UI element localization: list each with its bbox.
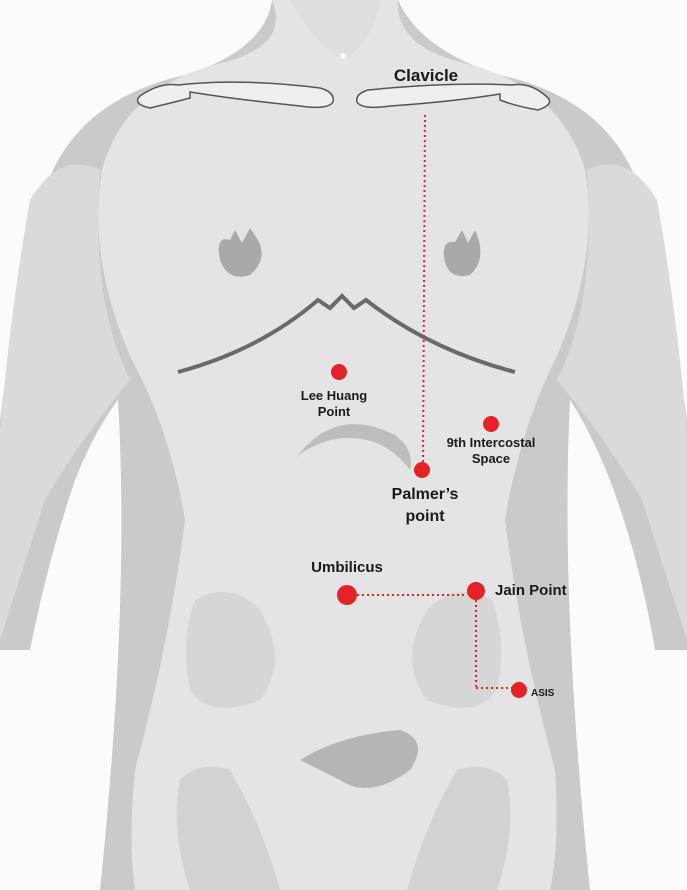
right-nipple bbox=[443, 230, 481, 277]
asis-marker bbox=[511, 682, 527, 698]
right-clavicle bbox=[355, 83, 551, 111]
intercostal-space-marker bbox=[483, 416, 499, 432]
umbilicus-label: Umbilicus bbox=[311, 559, 383, 576]
palmers-point-marker bbox=[414, 462, 430, 478]
pelvis-right bbox=[412, 592, 501, 708]
midclavicular-line bbox=[422, 114, 426, 465]
lee-huang-label-2: Point bbox=[318, 404, 351, 419]
clavicle-label: Clavicle bbox=[394, 66, 458, 85]
umbilicus-marker bbox=[337, 585, 357, 605]
left-clavicle bbox=[136, 81, 334, 109]
lee-huang-point-marker bbox=[331, 364, 347, 380]
groin-left bbox=[176, 766, 280, 890]
pelvis-left bbox=[186, 592, 275, 708]
palmers-label-1: Palmer’s bbox=[392, 486, 459, 503]
intercostal-label-2: Space bbox=[472, 451, 510, 466]
palmers-label-2: point bbox=[405, 508, 445, 525]
left-nipple bbox=[218, 228, 262, 277]
lee-huang-label-1: Lee Huang bbox=[301, 388, 368, 403]
neck bbox=[290, 0, 380, 60]
asis-label: ASIS bbox=[531, 688, 555, 699]
right-arm bbox=[557, 164, 687, 640]
pubic-shadow bbox=[300, 730, 418, 788]
costal-margin bbox=[177, 293, 516, 374]
intercostal-label-1: 9th Intercostal bbox=[447, 435, 536, 450]
left-arm bbox=[0, 164, 130, 640]
jain-point-marker bbox=[467, 582, 485, 600]
groin-right bbox=[407, 766, 511, 890]
jain-point-label: Jain Point bbox=[495, 582, 567, 599]
suprasternal-notch bbox=[340, 53, 346, 59]
rib-shadow bbox=[296, 424, 411, 470]
